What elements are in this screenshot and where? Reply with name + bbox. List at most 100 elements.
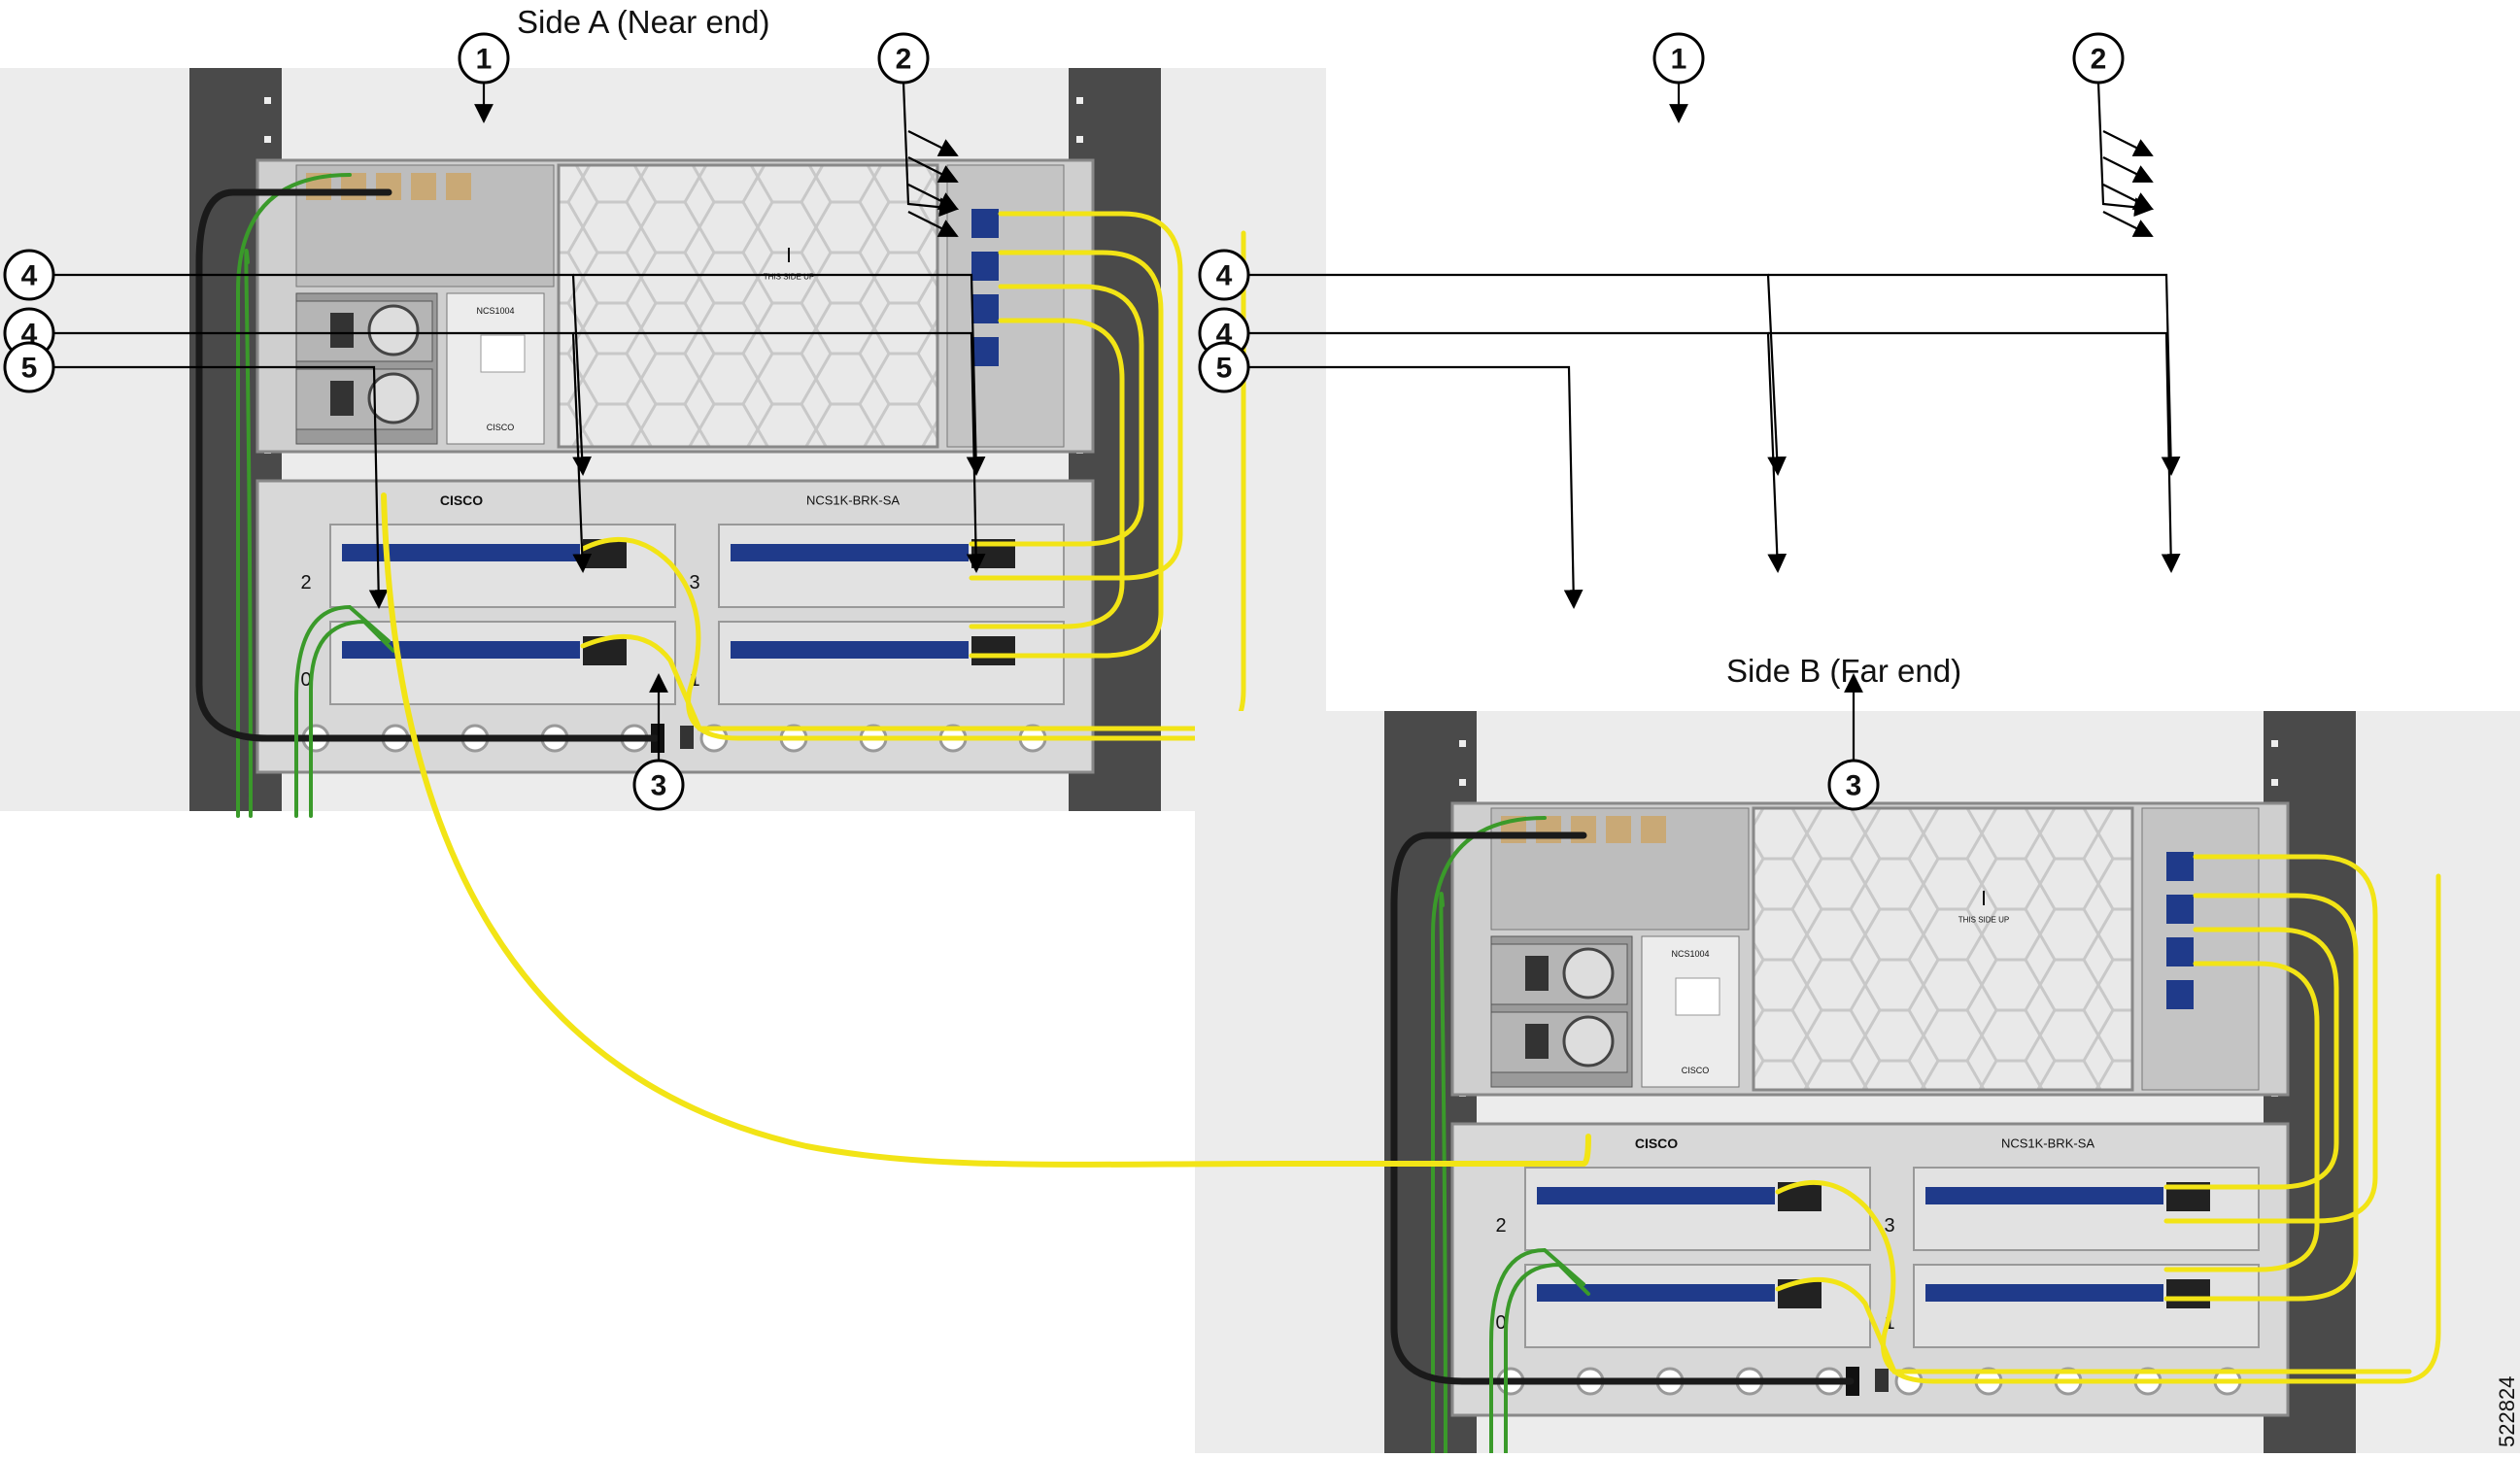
slot-number: 0 (1495, 1312, 1506, 1334)
ground-cable (236, 173, 352, 818)
callout-number: 1 (1671, 44, 1687, 76)
rack-hole (2271, 740, 2278, 747)
rack-hole (264, 136, 271, 143)
ground-cable (294, 604, 391, 818)
module-port-icon (971, 636, 1015, 665)
rj45-port-icon (1606, 816, 1631, 843)
arrow-leader-icon (907, 184, 959, 210)
slot-number: 3 (689, 572, 699, 593)
fan-honeycomb-grille-icon (1752, 806, 2134, 1092)
arrow-leader-icon (2102, 156, 2154, 183)
yellow-patch-cable (969, 284, 1144, 547)
callout-5: 5 (3, 341, 55, 393)
lc-port-icon (2166, 895, 2194, 924)
callout-1: 1 (458, 32, 510, 85)
yellow-patch-cable (580, 633, 1217, 731)
mpo-port-row-icon (731, 544, 969, 561)
side-b-title: Side B (Far end) (1726, 653, 1962, 689)
ground-cable (1504, 1262, 1590, 1458)
mpo-port-row-icon (1537, 1284, 1775, 1302)
arrow-leader-icon (907, 211, 959, 237)
slot-number: 2 (1495, 1215, 1506, 1237)
arrow-leader-icon (1248, 273, 1788, 476)
management-cable (1390, 831, 1855, 1385)
arrow-leader-icon (907, 156, 959, 183)
status-label (480, 334, 526, 373)
rack-hole (264, 97, 271, 104)
side-a-title: Side A (Near end) (517, 4, 770, 40)
slot-number: 3 (1884, 1215, 1894, 1237)
lc-port-icon (971, 252, 999, 281)
arrow-leader-icon (2102, 184, 2154, 210)
callout-number: 5 (21, 353, 38, 385)
controller-card (1641, 935, 1740, 1088)
yellow-patch-cable (2163, 961, 2320, 1272)
fan-honeycomb-grille-icon (557, 163, 939, 449)
yellow-patch-cable (2163, 893, 2359, 1302)
rj45-port-icon (376, 173, 401, 200)
callout-1: 1 (1652, 32, 1705, 85)
arrow-leader-icon (2102, 211, 2154, 237)
mpo-port-row-icon (1537, 1187, 1775, 1204)
callout-number: 2 (2091, 44, 2107, 76)
psu-fan-icon (367, 372, 420, 424)
mpo-port-row-icon (731, 641, 969, 659)
yellow-patch-cable (1775, 873, 2441, 1384)
bracket-model: NCS1K-BRK-SA (806, 493, 900, 508)
usb-led-icon (1875, 1369, 1889, 1392)
controller-brand: CISCO (1682, 1066, 1710, 1075)
management-cable (195, 188, 660, 742)
psu-label: NCS1004 (476, 306, 514, 316)
arrow-leader-icon (1768, 273, 2181, 476)
arrow-leader-icon (1248, 365, 1584, 609)
slot-number: 0 (300, 669, 311, 691)
lc-port-icon (971, 337, 999, 366)
figure-id: 522824 (2495, 1375, 2519, 1447)
arrow-leader-icon (2102, 130, 2154, 156)
callout-number: 3 (1846, 770, 1862, 802)
inter-site-yellow-cable (381, 492, 1591, 1168)
lc-port-icon (971, 294, 999, 323)
yellow-patch-cable (2163, 854, 2378, 1224)
module-port-icon (2166, 1279, 2210, 1308)
callout-3: 3 (632, 759, 685, 811)
yellow-patch-cable (969, 250, 1164, 659)
inter-site-cable (381, 492, 1591, 1168)
callout-3: 3 (1827, 759, 1880, 811)
bracket-brand: CISCO (440, 492, 483, 508)
rj45-port-icon (341, 173, 366, 200)
rj45-port-icon (1641, 816, 1666, 843)
usb-led-icon (680, 726, 694, 749)
controller-brand: CISCO (487, 423, 515, 432)
arrow-leader-icon (1248, 331, 1788, 573)
ground-cable (309, 619, 395, 818)
ground-cable (1489, 1247, 1585, 1458)
mpo-port-row-icon (342, 544, 580, 561)
rack-hole (1076, 136, 1083, 143)
power-inlet-icon (1525, 956, 1549, 991)
rack-hole (1076, 97, 1083, 104)
psu-fan-icon (367, 304, 420, 356)
callout-4-top: 4 (1198, 249, 1250, 301)
status-label (1675, 977, 1720, 1016)
arrow-leader-icon (2096, 82, 2154, 218)
rj45-port-icon (1536, 816, 1561, 843)
callout-number: 4 (1216, 260, 1233, 292)
line-card (2141, 807, 2260, 1091)
callout-5: 5 (1198, 341, 1250, 393)
bracket-brand: CISCO (1635, 1136, 1678, 1151)
power-inlet-icon (330, 381, 354, 416)
arrow-leader-icon (1768, 331, 2181, 573)
callout-number: 4 (21, 260, 38, 292)
psu-fan-icon (1562, 1015, 1615, 1068)
rack-hole (2271, 779, 2278, 786)
callout-2: 2 (877, 32, 930, 85)
callout-number: 2 (896, 44, 912, 76)
arrow-leader-icon (907, 130, 959, 156)
power-inlet-icon (330, 313, 354, 348)
fan-tray-label: THIS SIDE UP (1958, 916, 2009, 925)
callout-2: 2 (2072, 32, 2125, 85)
